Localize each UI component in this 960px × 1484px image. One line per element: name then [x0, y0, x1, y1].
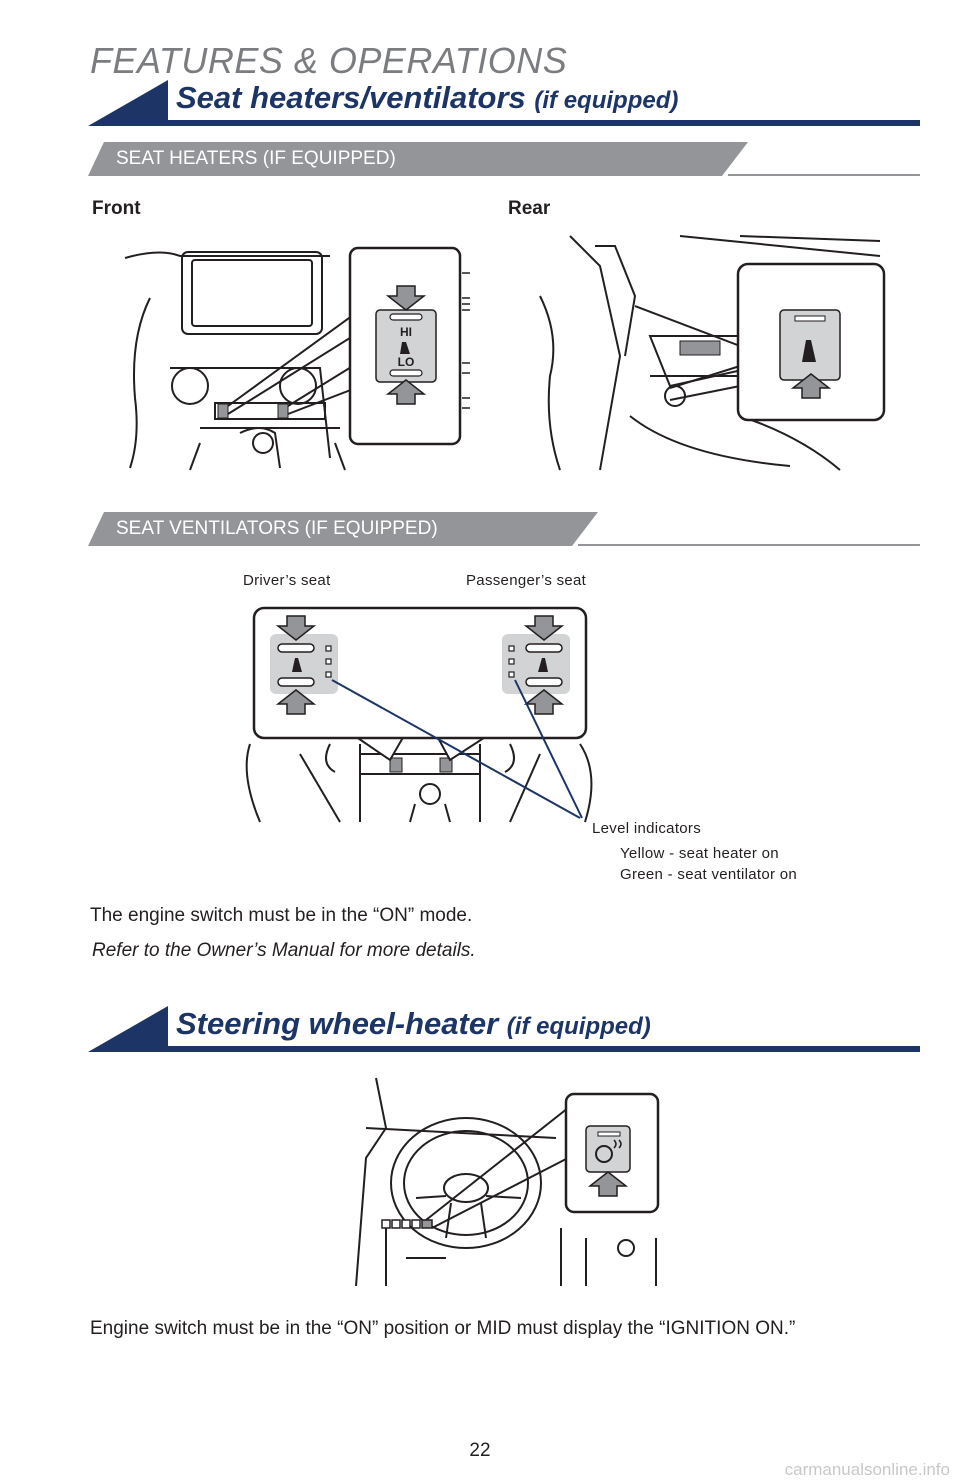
banner-triangle — [88, 1006, 168, 1052]
arrow-down-icon — [275, 615, 317, 641]
arrow-up-icon — [587, 1171, 629, 1197]
seat-heater-icon — [400, 342, 410, 354]
refer-note: Refer to the Owner’s Manual for more det… — [92, 940, 476, 961]
seat-note: The engine switch must be in the “ON” mo… — [90, 905, 473, 926]
steering-note: Engine switch must be in the “ON” positi… — [90, 1318, 796, 1339]
banner-rule — [166, 1046, 920, 1052]
arrow-up-icon — [385, 379, 427, 405]
steering-heater-icon — [595, 1145, 613, 1163]
page-number: 22 — [469, 1440, 491, 1461]
front-dashboard-illustration: HI LO — [124, 246, 470, 471]
green-note: Green - seat ventilator on — [620, 866, 798, 883]
level-indicators-label: Level indicators — [592, 820, 702, 837]
ventilator-dashboard-illustration — [245, 606, 593, 823]
steering-wheel-illustration — [355, 1077, 660, 1287]
seat-heaters-banner: Seat heaters/ventilators (if equipped) — [88, 80, 920, 126]
steering-heater-title-suffix: (if equipped) — [506, 1013, 651, 1040]
passenger-seat-label: Passenger’s seat — [466, 572, 587, 589]
seat-heater-icon — [802, 340, 816, 362]
section-title: FEATURES & OPERATIONS — [90, 40, 568, 81]
seat-heaters-title: Seat heaters/ventilators (if equipped) — [176, 80, 678, 116]
arrow-up-icon — [275, 689, 317, 715]
arrow-down-icon — [523, 615, 565, 641]
watermark: carmanualsonline.info — [784, 1460, 950, 1479]
rear-label: Rear — [508, 198, 551, 219]
rear-door-illustration — [539, 235, 886, 471]
banner-rule — [166, 120, 920, 126]
seat-heaters-title-suffix: (if equipped) — [534, 87, 679, 114]
front-label: Front — [92, 198, 141, 219]
indicator-callout-line — [514, 679, 583, 819]
arrow-down-icon — [385, 285, 427, 311]
seat-vent-icon — [292, 658, 302, 672]
subheading-line — [578, 544, 920, 546]
subheading-text: SEAT HEATERS (IF EQUIPPED) — [116, 148, 396, 169]
subheading-bar — [88, 512, 598, 546]
switch-lo-label: LO — [398, 355, 415, 369]
indicator-callout-line — [331, 679, 581, 819]
subheading-text: SEAT VENTILATORS (IF EQUIPPED) — [116, 518, 438, 539]
subheading-line — [728, 174, 920, 176]
steering-heater-title: Steering wheel-heater (if equipped) — [176, 1006, 651, 1042]
subheading-bar — [88, 142, 748, 176]
seat-vent-icon — [538, 658, 548, 672]
seat-heaters-title-text: Seat heaters/ventilators — [176, 80, 526, 115]
arrow-up-icon — [790, 373, 832, 399]
driver-seat-label: Driver’s seat — [243, 572, 331, 589]
steering-heater-banner: Steering wheel-heater (if equipped) — [88, 1006, 920, 1052]
arrow-up-icon — [523, 689, 565, 715]
steering-heater-title-text: Steering wheel-heater — [176, 1006, 499, 1041]
banner-triangle — [88, 80, 168, 126]
yellow-note: Yellow - seat heater on — [620, 845, 779, 862]
switch-hi-label: HI — [400, 325, 412, 339]
